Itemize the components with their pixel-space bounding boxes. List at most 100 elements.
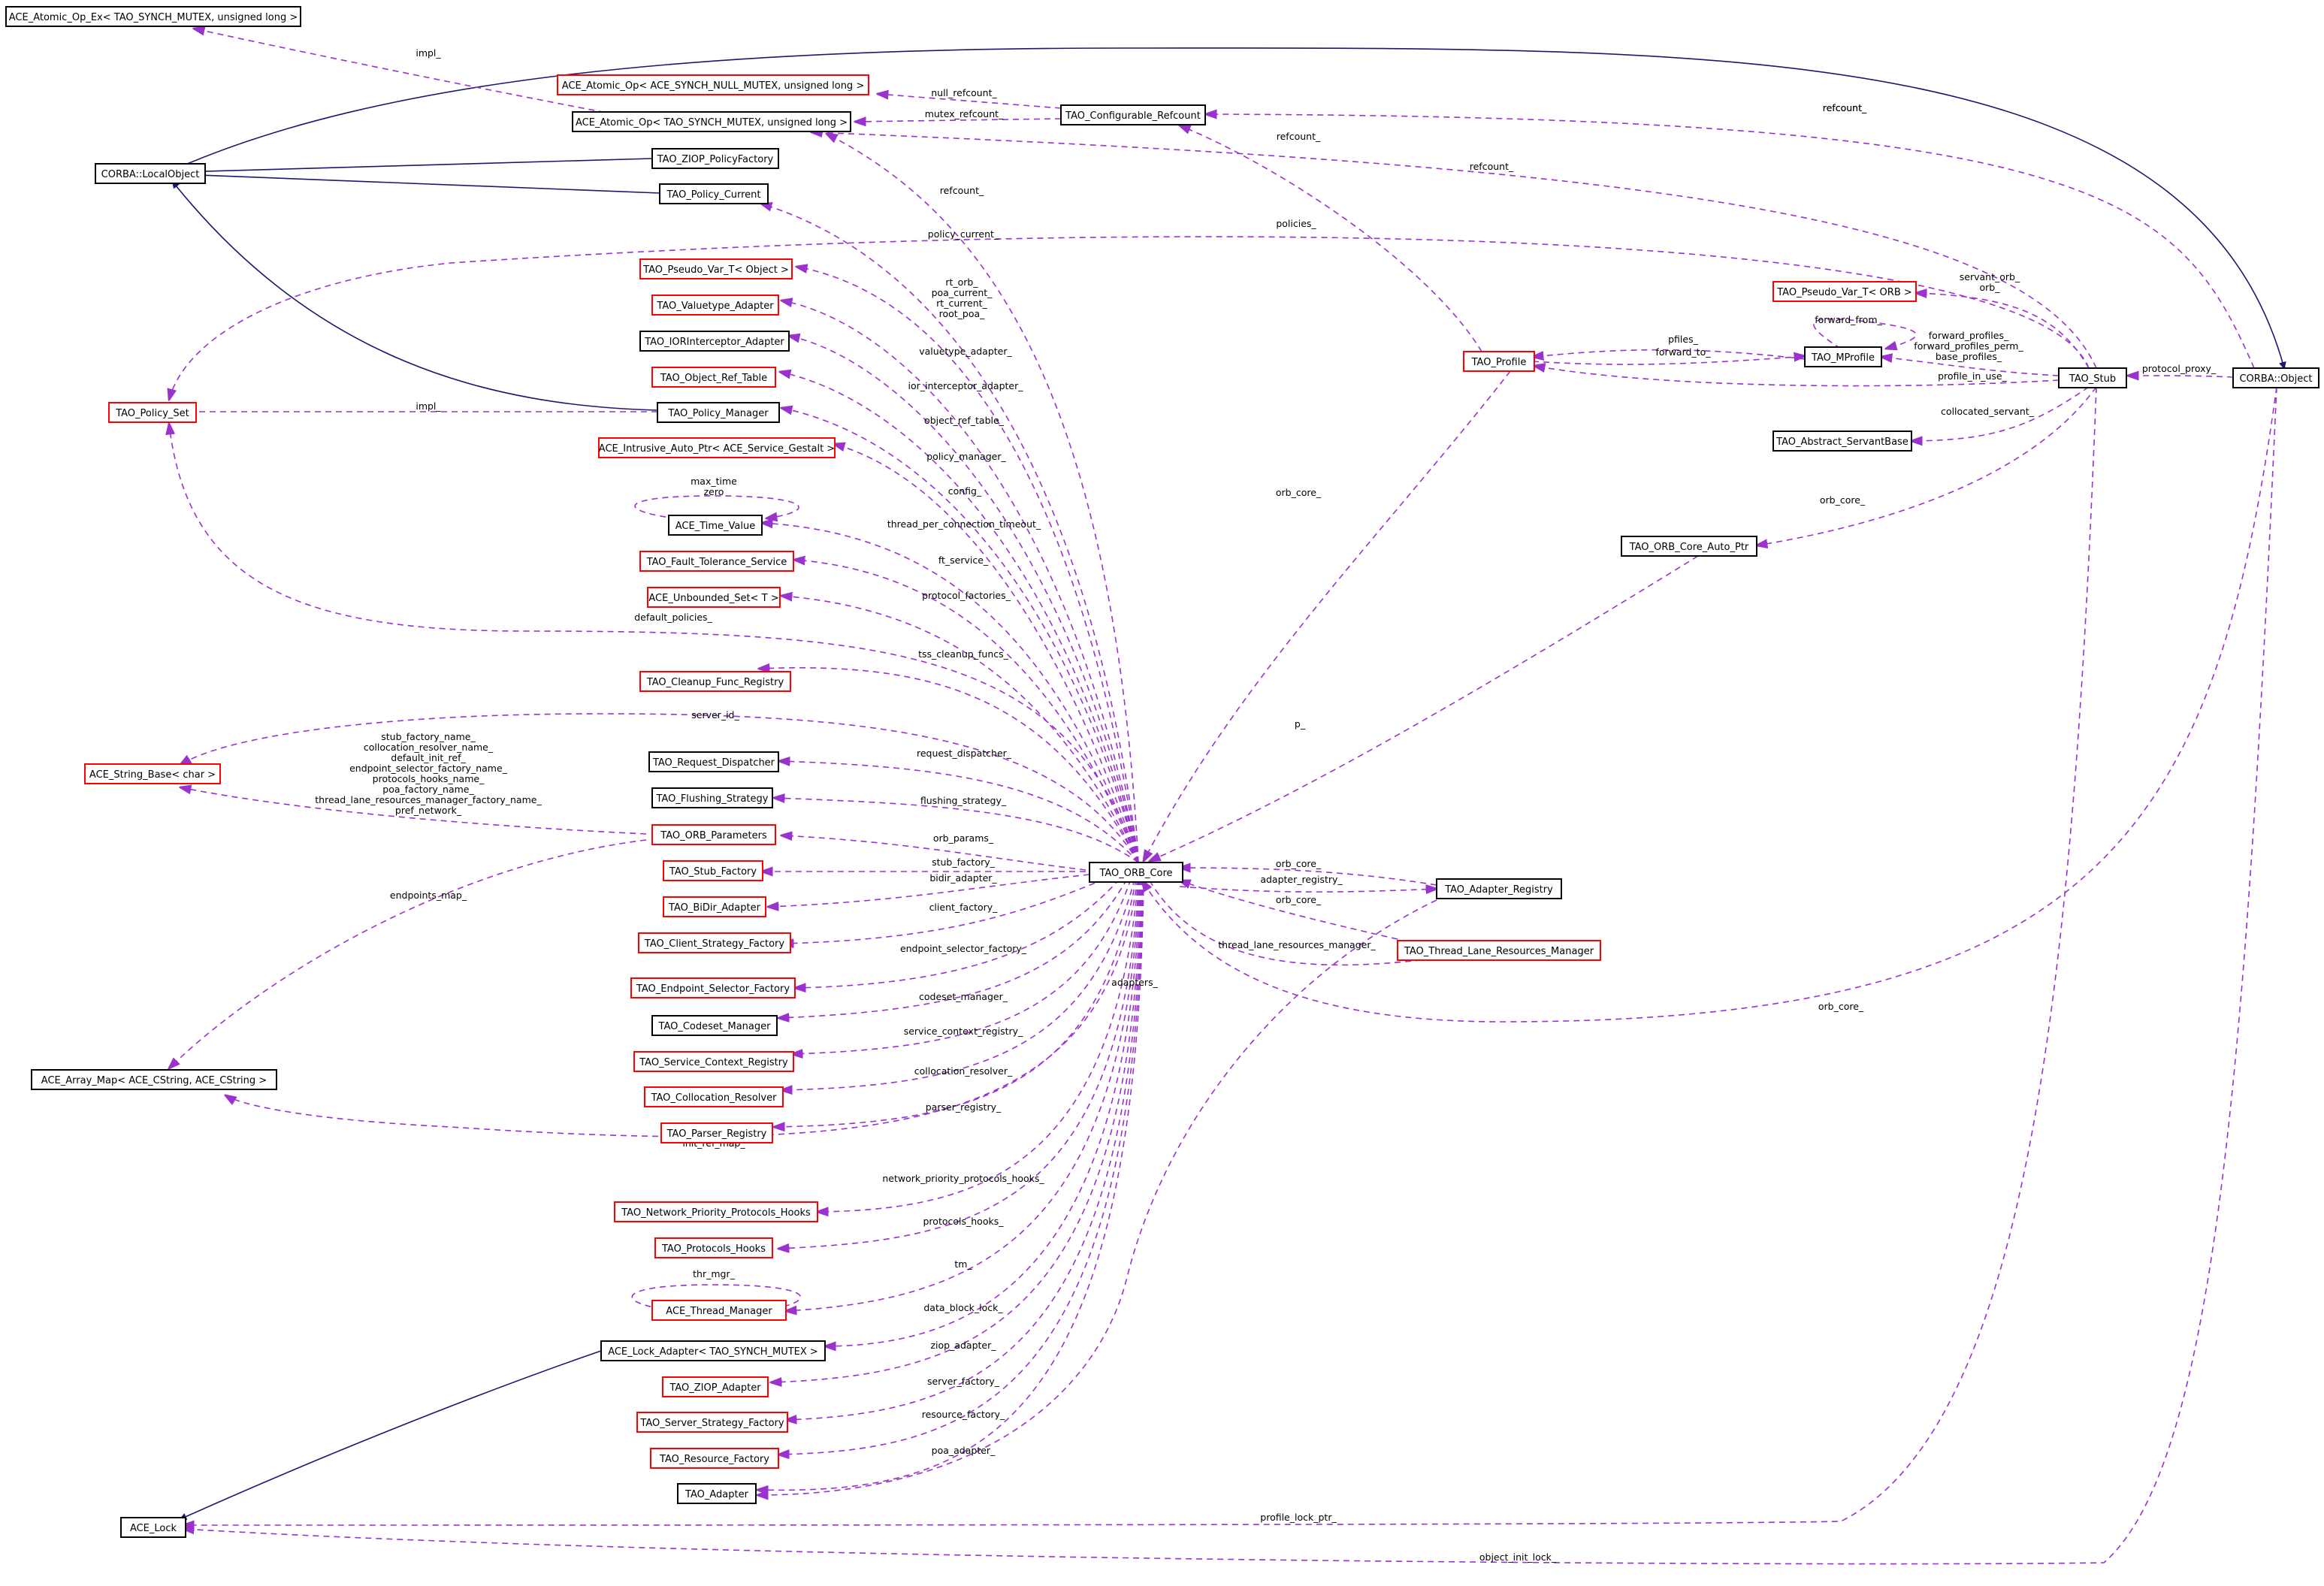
edge-coll-servant <box>1911 386 2090 441</box>
class-node-label: TAO_Fault_Tolerance_Service <box>646 557 787 568</box>
class-node-endpoint-selector-factory[interactable]: TAO_Endpoint_Selector_Factory <box>630 977 796 998</box>
class-node-collocation-resolver[interactable]: TAO_Collocation_Resolver <box>644 1086 784 1107</box>
class-node-flushing-strategy[interactable]: TAO_Flushing_Strategy <box>651 787 773 808</box>
class-node-label: ACE_Array_Map< ACE_CString, ACE_CString … <box>41 1075 267 1086</box>
class-node-box <box>660 1122 773 1143</box>
class-node-tao-adapter[interactable]: TAO_Adapter <box>677 1483 757 1504</box>
class-node-policy-manager[interactable]: TAO_Policy_Manager <box>657 402 780 423</box>
class-node-unbounded-set[interactable]: ACE_Unbounded_Set< T > <box>647 587 781 608</box>
class-node-stub-factory[interactable]: TAO_Stub_Factory <box>663 860 763 881</box>
edge-label-e-rd: request_dispatcher_ <box>917 748 1012 759</box>
class-node-mprofile[interactable]: TAO_MProfile <box>1804 346 1882 367</box>
class-node-service-context-registry[interactable]: TAO_Service_Context_Registry <box>633 1051 794 1072</box>
class-node-label: TAO_Adapter_Registry <box>1444 884 1553 896</box>
class-node-iorinterceptor-adapter[interactable]: TAO_IORInterceptor_Adapter <box>639 331 790 352</box>
class-node-pseudo-var-orb[interactable]: TAO_Pseudo_Var_T< ORB > <box>1772 281 1917 302</box>
class-node-codeset-manager[interactable]: TAO_Codeset_Manager <box>651 1015 778 1036</box>
class-node-policy-current[interactable]: TAO_Policy_Current <box>659 183 769 204</box>
edge-fwd-from <box>1813 318 1917 349</box>
class-node-intrusive-auto-ptr[interactable]: ACE_Intrusive_Auto_Ptr< ACE_Service_Gest… <box>598 437 836 458</box>
edge-label-e-ssf: server_factory_ <box>927 1376 1000 1387</box>
class-node-tao-stub[interactable]: TAO_Stub <box>2058 367 2127 388</box>
edge-inherit-policy-manager <box>173 182 658 411</box>
edge-ft <box>794 560 1139 863</box>
class-node-orb-parameters[interactable]: TAO_ORB_Parameters <box>651 824 776 845</box>
edge-label-e-servant-orb: servant_orb_orb_ <box>1960 271 2020 293</box>
class-node-fault-tolerance[interactable]: TAO_Fault_Tolerance_Service <box>639 551 794 572</box>
class-node-tao-profile[interactable]: TAO_Profile <box>1463 351 1535 372</box>
class-node-label: TAO_ORB_Parameters <box>660 830 767 841</box>
class-node-box <box>654 1237 773 1258</box>
class-node-box <box>108 402 197 423</box>
class-node-ace-lock[interactable]: ACE_Lock <box>120 1517 186 1538</box>
class-node-label: TAO_BiDir_Adapter <box>668 902 761 914</box>
class-node-valuetype-adapter[interactable]: TAO_Valuetype_Adapter <box>651 295 779 316</box>
class-node-box <box>120 1517 186 1538</box>
class-node-resource-factory[interactable]: TAO_Resource_Factory <box>650 1448 779 1469</box>
class-node-protocols-hooks[interactable]: TAO_Protocols_Hooks <box>654 1237 773 1258</box>
class-node-label: ACE_Atomic_Op< ACE_SYNCH_NULL_MUTEX, uns… <box>562 80 864 92</box>
class-node-string-base[interactable]: ACE_String_Base< char > <box>84 763 221 784</box>
edge-scr <box>792 878 1132 1054</box>
class-node-label: TAO_Pseudo_Var_T< Object > <box>642 264 789 276</box>
edge-label-e-cm: codeset_manager_ <box>919 991 1008 1002</box>
class-node-bidir-adapter[interactable]: TAO_BiDir_Adapter <box>663 896 766 917</box>
class-node-network-priority-hooks[interactable]: TAO_Network_Priority_Protocols_Hooks <box>614 1201 818 1222</box>
class-node-array-map[interactable]: ACE_Array_Map< ACE_CString, ACE_CString … <box>31 1069 277 1090</box>
class-node-label: TAO_Object_Ref_Table <box>660 373 767 384</box>
class-node-adapter-registry[interactable]: TAO_Adapter_Registry <box>1436 878 1562 899</box>
class-node-abstract-servantbase[interactable]: TAO_Abstract_ServantBase <box>1772 430 1912 452</box>
edge-label-e-refcount-profile: refcount_ <box>1277 131 1321 142</box>
class-node-label: TAO_Service_Context_Registry <box>639 1057 788 1068</box>
class-node-cleanup-func-registry[interactable]: TAO_Cleanup_Func_Registry <box>639 671 791 692</box>
class-node-label: ACE_Unbounded_Set< T > <box>648 593 778 604</box>
edge-tpct <box>762 523 1139 863</box>
edge-names <box>180 787 647 835</box>
edge-pf <box>781 596 1139 863</box>
class-node-box <box>662 1376 769 1397</box>
edge-params <box>781 835 1086 871</box>
class-node-box <box>663 896 766 917</box>
edge-label-e-ziop: ziop_adapter_ <box>930 1340 996 1351</box>
class-node-orb-core[interactable]: TAO_ORB_Core <box>1089 862 1183 883</box>
class-node-ziop-adapter[interactable]: TAO_ZIOP_Adapter <box>662 1376 769 1397</box>
class-node-label: ACE_String_Base< char > <box>89 769 216 781</box>
class-node-atomic-op-null[interactable]: ACE_Atomic_Op< ACE_SYNCH_NULL_MUTEX, uns… <box>557 74 869 95</box>
edge-server-id <box>180 713 1139 863</box>
class-node-box <box>633 1051 794 1072</box>
class-node-local-object[interactable]: CORBA::LocalObject <box>95 163 206 184</box>
class-node-label: CORBA::LocalObject <box>101 169 200 180</box>
class-node-ziop-policy-factory[interactable]: TAO_ZIOP_PolicyFactory <box>651 148 779 169</box>
class-node-atomic-op-synch[interactable]: ACE_Atomic_Op< TAO_SYNCH_MUTEX, unsigned… <box>572 111 851 132</box>
class-node-configurable-refcount[interactable]: TAO_Configurable_Refcount <box>1060 104 1206 125</box>
class-node-label: ACE_Time_Value <box>675 521 755 532</box>
edge-label-e-fwd-to: forward_to_ <box>1656 346 1712 358</box>
edge-label-e-sf: stub_factory_ <box>932 856 996 868</box>
class-node-client-strategy-factory[interactable]: TAO_Client_Strategy_Factory <box>638 932 791 953</box>
class-node-policy-set[interactable]: TAO_Policy_Set <box>108 402 197 423</box>
edge-dp <box>169 424 1139 863</box>
class-node-thread-manager[interactable]: ACE_Thread_Manager <box>651 1300 787 1321</box>
class-node-corba-object[interactable]: CORBA::Object <box>2232 367 2319 388</box>
class-node-box <box>647 587 781 608</box>
edge-dbl <box>825 878 1141 1346</box>
class-node-label: ACE_Atomic_Op_Ex< TAO_SYNCH_MUTEX, unsig… <box>9 12 298 23</box>
edge-label-e-pm: policy_manager_ <box>926 451 1006 462</box>
class-node-server-strategy-factory[interactable]: TAO_Server_Strategy_Factory <box>636 1412 788 1433</box>
class-node-atomic-op-ex[interactable]: ACE_Atomic_Op_Ex< TAO_SYNCH_MUTEX, unsig… <box>5 6 301 27</box>
edge-endpoints-map <box>169 839 647 1068</box>
class-node-lock-adapter[interactable]: ACE_Lock_Adapter< TAO_SYNCH_MUTEX > <box>600 1340 826 1361</box>
class-node-parser-registry[interactable]: TAO_Parser_Registry <box>660 1122 773 1143</box>
class-node-object-ref-table[interactable]: TAO_Object_Ref_Table <box>651 367 776 388</box>
class-node-thread-lane-resources-manager[interactable]: TAO_Thread_Lane_Resources_Manager <box>1397 940 1601 961</box>
class-node-pseudo-var-object[interactable]: TAO_Pseudo_Var_T< Object > <box>639 258 793 279</box>
class-node-orb-core-auto-ptr[interactable]: TAO_ORB_Core_Auto_Ptr <box>1621 536 1757 557</box>
class-node-label: TAO_Stub_Factory <box>669 866 757 878</box>
class-node-request-dispatcher[interactable]: TAO_Request_Dispatcher <box>648 751 779 772</box>
class-node-time-value[interactable]: ACE_Time_Value <box>668 515 763 536</box>
class-node-label: TAO_Network_Priority_Protocols_Hooks <box>621 1207 811 1219</box>
edge-mutex-refcount <box>855 119 1062 122</box>
edge-label-e-tlrm: thread_lane_resources_manager_ <box>1218 939 1376 950</box>
class-node-label: TAO_Codeset_Manager <box>658 1021 772 1032</box>
edge-pfiles <box>1533 349 1806 359</box>
